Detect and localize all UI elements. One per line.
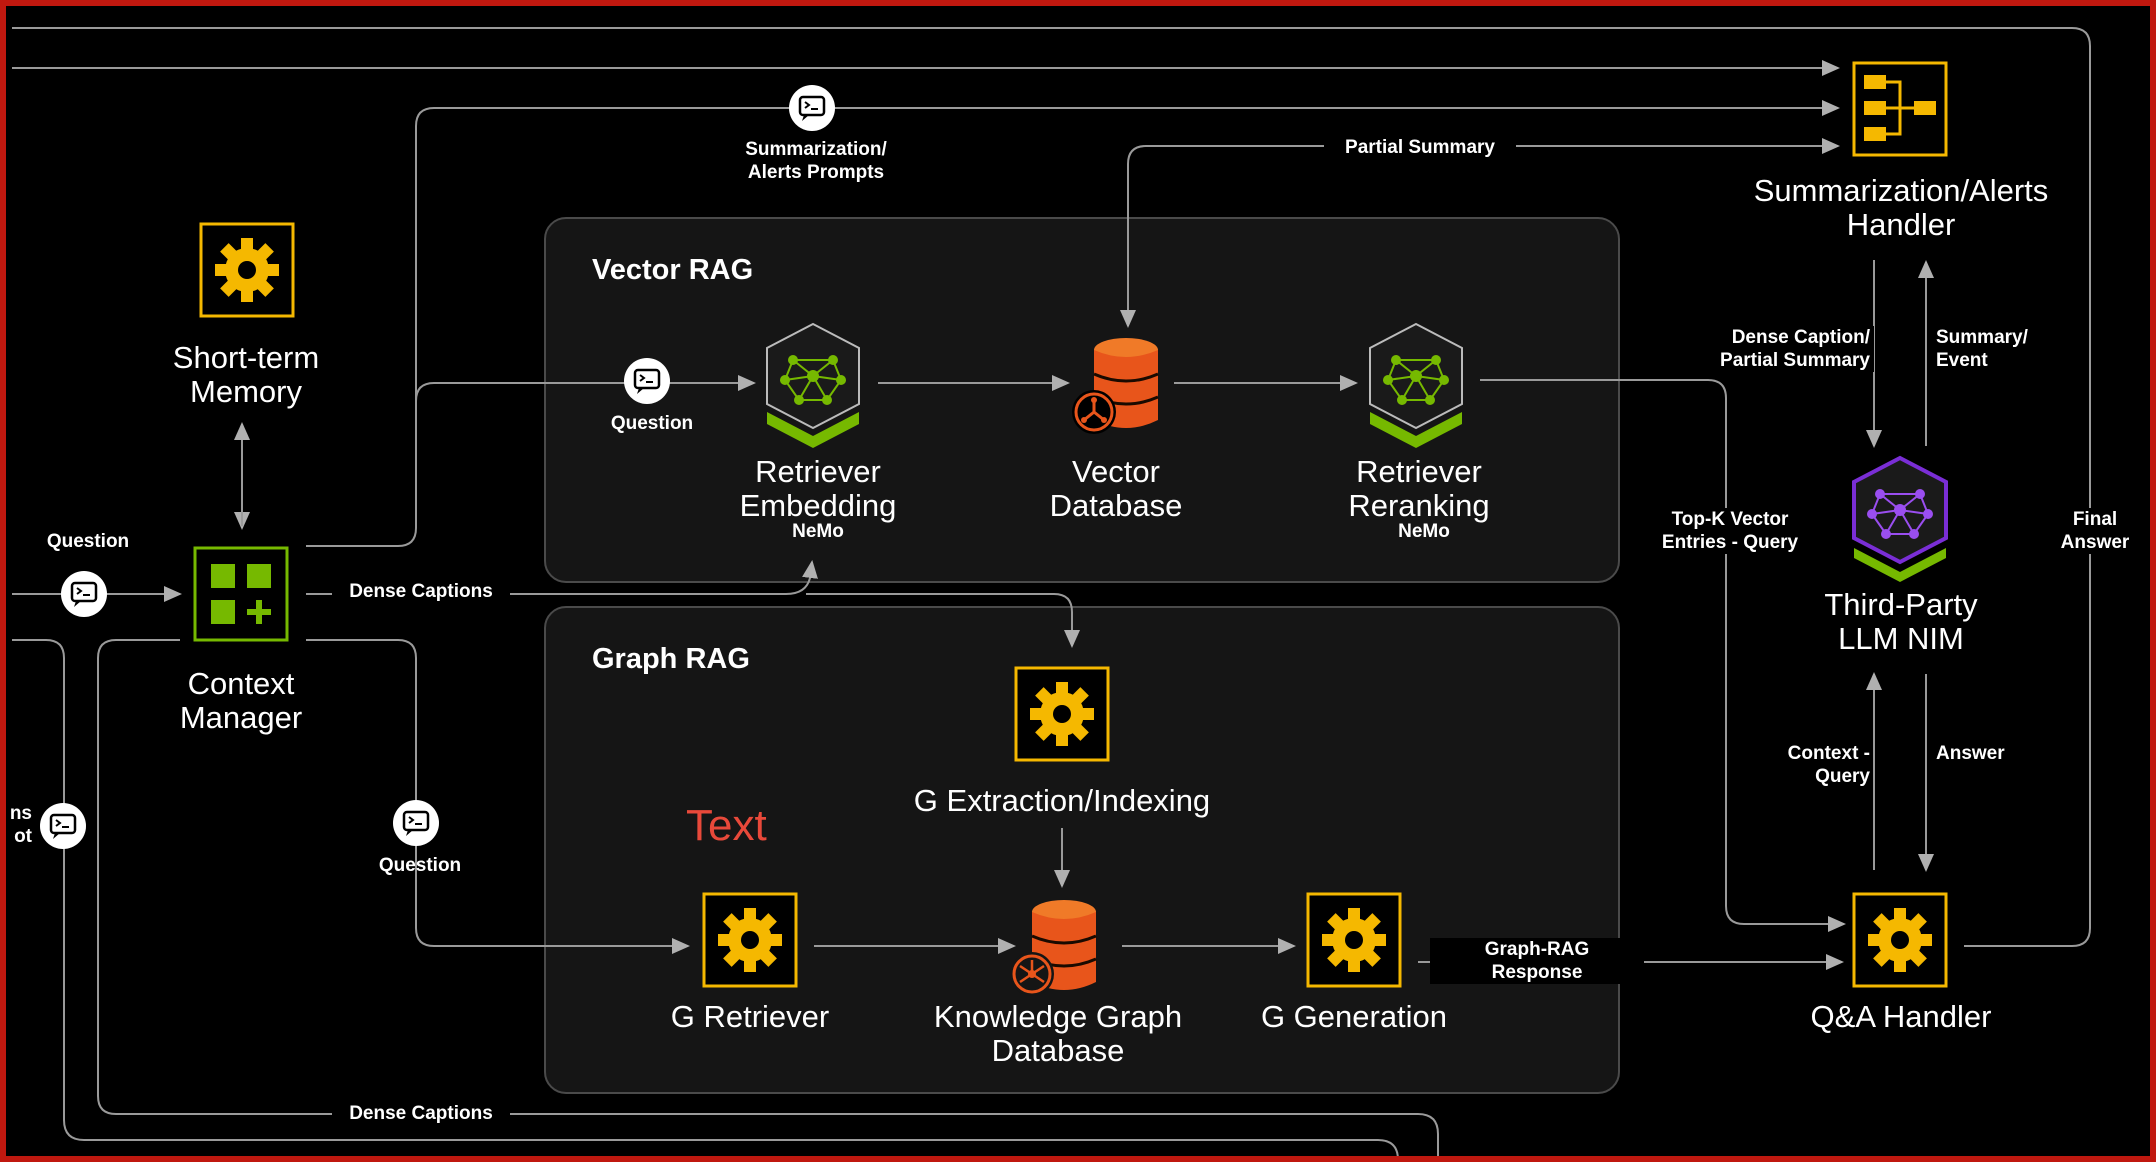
gear-icon <box>702 892 798 988</box>
summarization-handler-label: Summarization/Alerts Handler <box>1753 173 2049 242</box>
edge-label-summarization-prompts: Summarization/ Alerts Prompts <box>726 138 906 184</box>
chat-bubble-icon <box>40 803 86 849</box>
connector-lines <box>12 27 2091 1156</box>
hierarchy-icon <box>1852 61 1948 157</box>
graph-rag-title: Graph RAG <box>592 643 750 675</box>
short-term-memory-label: Short-term Memory <box>172 340 320 409</box>
edge-label-dense-captions-bottom: Dense Captions <box>332 1102 510 1125</box>
g-extraction-label: G Extraction/Indexing <box>913 783 1211 818</box>
vector-database-label: Vector Database <box>1049 454 1183 523</box>
edge-label-dense-caption-partial: Dense Caption/ Partial Summary <box>1686 326 1874 372</box>
edge-label-question-graph: Question <box>378 855 462 876</box>
edge-label-answer: Answer <box>1936 743 2005 764</box>
retriever-reranking-sub: NeMo <box>1398 521 1450 542</box>
edge-label-question-vector: Question <box>610 413 694 434</box>
edge-label-question-left: Question <box>36 530 140 553</box>
retriever-embedding-sub: NeMo <box>792 521 844 542</box>
context-manager-label: Context Manager <box>179 666 303 735</box>
edge-label-cropped-left: ns ot <box>6 802 36 848</box>
chat-bubble-icon <box>789 85 835 131</box>
gear-icon <box>199 222 295 318</box>
chat-bubble-icon <box>393 800 439 846</box>
edge-label-dense-captions-top: Dense Captions <box>332 580 510 603</box>
retriever-embedding-label: Retriever Embedding <box>739 454 897 523</box>
database-icon <box>1072 338 1159 434</box>
edge-label-summary-event: Summary/ Event <box>1932 326 2060 372</box>
third-party-llm-label: Third-Party LLM NIM <box>1824 587 1978 656</box>
edge-label-final-answer: Final Answer <box>2046 508 2144 554</box>
edge-label-context-query: Context - Query <box>1787 743 1870 787</box>
neural-network-cube-icon <box>766 322 860 448</box>
gear-icon <box>1306 892 1402 988</box>
retriever-reranking-label: Retriever Reranking <box>1348 454 1490 523</box>
qa-handler-label: Q&A Handler <box>1810 999 1992 1034</box>
vector-rag-title: Vector RAG <box>592 254 754 286</box>
g-retriever-label: G Retriever <box>670 999 830 1034</box>
database-icon <box>1010 900 1097 996</box>
neural-network-cube-icon <box>1369 322 1463 448</box>
knowledge-graph-db-label: Knowledge Graph Database <box>933 999 1183 1068</box>
g-generation-label: G Generation <box>1260 999 1448 1034</box>
edge-label-topk-vector: Top-K Vector Entries - Query <box>1646 508 1814 554</box>
gear-icon <box>1852 892 1948 988</box>
overlay-text: Text <box>686 801 767 850</box>
llm-cube-icon <box>1852 455 1948 582</box>
chat-bubble-icon <box>61 571 107 617</box>
edge-label-partial-summary: Partial Summary <box>1324 136 1516 159</box>
gear-icon <box>1014 666 1110 762</box>
chat-bubble-icon <box>624 358 670 404</box>
grid-plus-icon <box>193 546 289 642</box>
edge-label-graph-rag-response: Graph-RAG Response <box>1430 938 1644 984</box>
